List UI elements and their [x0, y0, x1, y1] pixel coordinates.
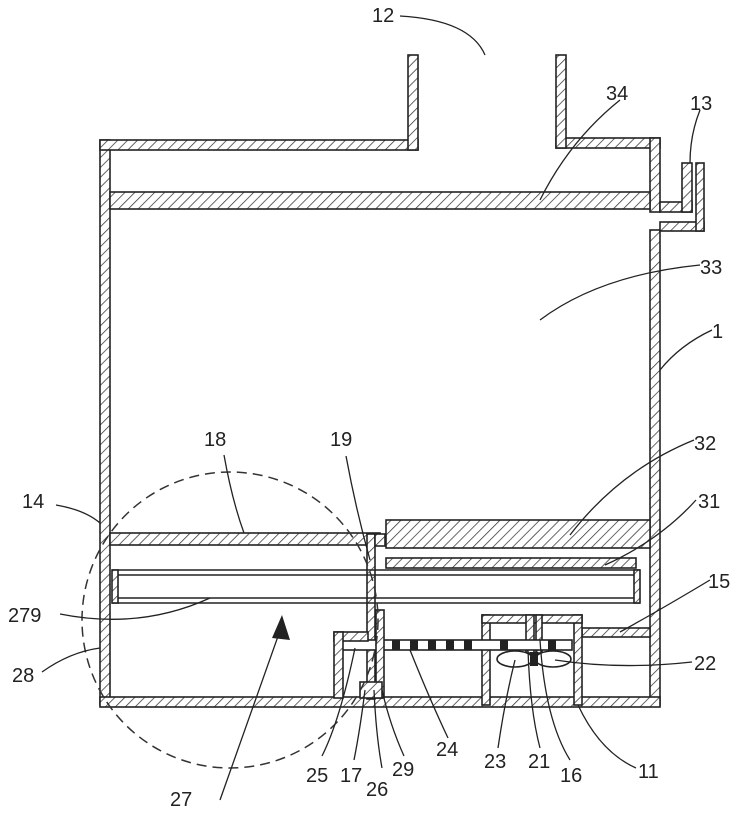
leader-13 — [690, 110, 700, 163]
leader-14 — [56, 505, 100, 523]
step-wall-left — [334, 632, 343, 698]
label-15: 15 — [708, 571, 730, 593]
leader-18 — [224, 455, 244, 533]
upper-block — [386, 520, 650, 548]
cover-plate — [110, 533, 380, 545]
leader-12 — [400, 16, 485, 55]
detail-circle — [82, 472, 378, 768]
label-279: 279 — [8, 605, 41, 627]
label-21: 21 — [528, 751, 550, 773]
grid-tooth — [548, 640, 556, 650]
leader-11 — [578, 705, 636, 768]
motor-box-left — [482, 615, 490, 705]
label-29: 29 — [392, 759, 414, 781]
label-25: 25 — [306, 765, 328, 787]
label-23: 23 — [484, 751, 506, 773]
label-14: 14 — [22, 491, 44, 513]
label-19: 19 — [330, 429, 352, 451]
housing-left-wall — [100, 140, 110, 705]
grid-tooth — [500, 640, 508, 650]
label-13: 13 — [690, 93, 712, 115]
label-33: 33 — [700, 257, 722, 279]
grid-tooth — [410, 640, 418, 650]
filter-plate — [110, 192, 650, 209]
motor-box-right — [574, 615, 582, 705]
label-18: 18 — [204, 429, 226, 451]
label-12: 12 — [372, 5, 394, 27]
tray-left-rim — [112, 570, 118, 603]
label-34: 34 — [606, 83, 628, 105]
grid-plate-body — [340, 640, 572, 650]
right-ledge — [582, 628, 650, 637]
leader-34 — [540, 100, 620, 200]
label-32: 32 — [694, 433, 716, 455]
label-16: 16 — [560, 765, 582, 787]
grid-tooth — [446, 640, 454, 650]
label-27: 27 — [170, 789, 192, 811]
label-22: 22 — [694, 653, 716, 675]
propeller — [497, 651, 571, 667]
outlet-left-wall — [408, 55, 418, 150]
leader-24 — [410, 650, 448, 738]
outlet-right-wall — [556, 55, 566, 148]
label-11: 11 — [638, 761, 659, 783]
grid-plate — [340, 640, 572, 650]
label-31: 31 — [698, 491, 720, 513]
label-1: 1 — [712, 321, 723, 343]
grid-tooth — [428, 640, 436, 650]
leader-28 — [42, 648, 100, 672]
arrow-27-head — [272, 615, 290, 640]
leader-1 — [660, 330, 712, 370]
arrow-27-shaft — [220, 625, 282, 800]
housing-top-wall-left — [100, 140, 418, 150]
pipe-left-wall — [682, 163, 692, 212]
grid-tooth — [392, 640, 400, 650]
housing-right-wall-lower — [650, 230, 660, 705]
label-26: 26 — [366, 779, 388, 801]
label-28: 28 — [12, 665, 34, 687]
label-24: 24 — [436, 739, 458, 761]
housing-right-wall-upper — [650, 138, 660, 212]
air-outlet — [408, 55, 566, 150]
tray-right-rim — [634, 570, 640, 603]
label-17: 17 — [340, 765, 362, 787]
propeller-hub — [530, 652, 538, 666]
grid-tooth — [464, 640, 472, 650]
divider-cap — [375, 534, 385, 546]
side-pipe — [660, 163, 704, 231]
housing-top-wall-right — [556, 138, 660, 148]
pipe-right-wall — [696, 163, 704, 231]
leader-33 — [540, 265, 700, 320]
rotating-tray — [112, 570, 640, 603]
thin-plate — [386, 558, 636, 568]
